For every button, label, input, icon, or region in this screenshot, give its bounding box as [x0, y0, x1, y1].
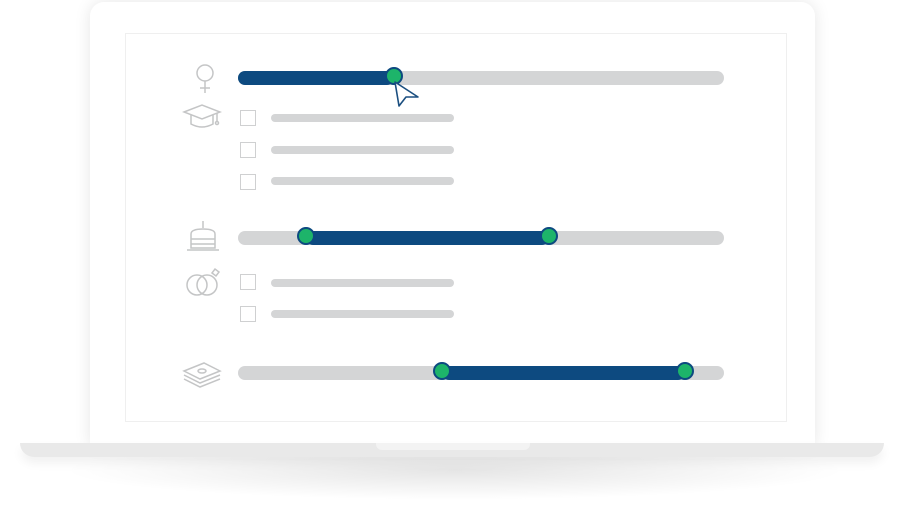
education-option-label-2 [271, 146, 454, 154]
graduation-cap-icon [182, 104, 222, 128]
gender-slider-fill [238, 71, 394, 85]
laptop-notch [376, 443, 530, 450]
marital-checkbox-2[interactable] [240, 306, 256, 322]
marital-checkbox-1[interactable] [240, 274, 256, 290]
income-range-slider[interactable] [238, 362, 724, 380]
money-stack-icon [182, 362, 222, 388]
education-option-label-3 [271, 177, 454, 185]
income-range-fill [442, 366, 686, 380]
education-option-label-1 [271, 114, 454, 122]
education-checkbox-1[interactable] [240, 110, 256, 126]
wedding-rings-icon [186, 267, 221, 296]
gender-slider-handle[interactable] [384, 67, 403, 85]
pointer-cursor-icon [394, 81, 419, 107]
laptop-screen [125, 33, 787, 422]
age-max-handle[interactable] [540, 227, 559, 245]
female-symbol-icon [196, 64, 214, 93]
marital-option-label-2 [271, 310, 454, 318]
age-min-handle[interactable] [297, 227, 316, 245]
laptop-base [20, 443, 884, 457]
birthday-cake-icon [187, 221, 219, 251]
income-min-handle[interactable] [433, 362, 452, 380]
income-max-handle[interactable] [676, 362, 695, 380]
marital-option-label-1 [271, 279, 454, 287]
age-range-fill [306, 231, 550, 245]
education-checkbox-2[interactable] [240, 142, 256, 158]
age-range-slider[interactable] [238, 227, 724, 245]
education-checkbox-3[interactable] [240, 174, 256, 190]
gender-slider[interactable] [238, 67, 724, 85]
